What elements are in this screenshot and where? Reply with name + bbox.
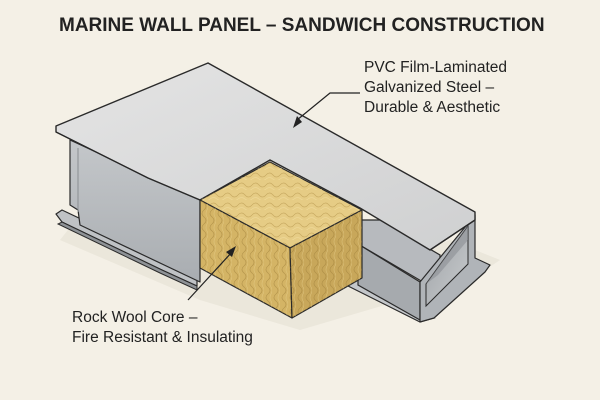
- core-callout-arrow: [187, 246, 236, 301]
- core-callout-line: Rock Wool Core –: [72, 309, 198, 326]
- diagram-title: MARINE WALL PANEL – SANDWICH CONSTRUCTIO…: [59, 15, 545, 36]
- steel-callout-line: Durable & Aesthetic: [364, 99, 501, 116]
- steel-callout-arrow: [293, 92, 360, 128]
- top-steel-sheet: [55, 62, 476, 251]
- end-box: [419, 214, 491, 323]
- steel-callout-label: PVC Film-Laminated Galvanized Steel – Du…: [364, 58, 507, 118]
- core-callout-line: Fire Resistant & Insulating: [72, 329, 253, 346]
- steel-callout-line: PVC Film-Laminated: [364, 59, 507, 76]
- web-right: [339, 219, 441, 323]
- steel-callout-line: Galvanized Steel –: [364, 79, 495, 96]
- rock-wool-core: [199, 161, 363, 319]
- core-callout-label: Rock Wool Core – Fire Resistant & Insula…: [72, 308, 253, 348]
